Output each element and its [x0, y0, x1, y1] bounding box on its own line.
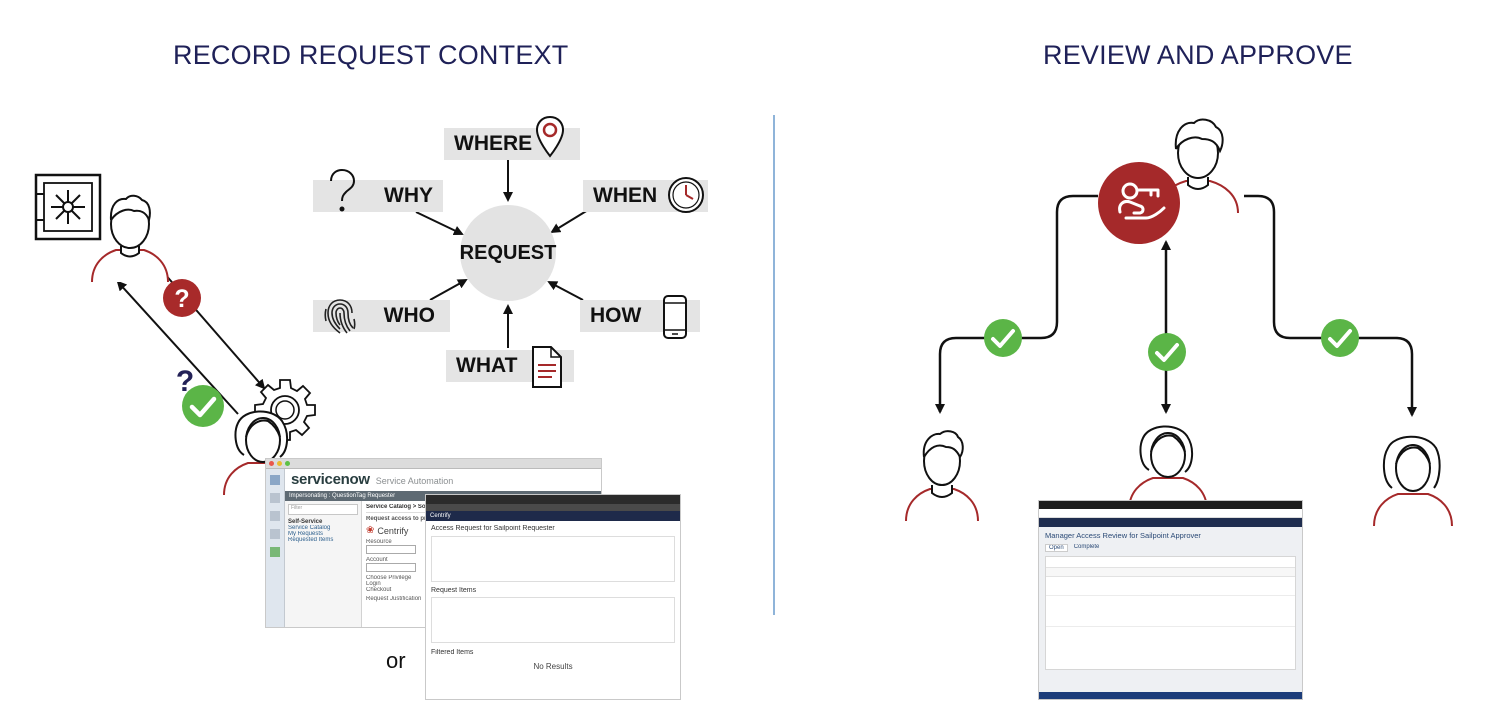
browser-addressbar: [426, 504, 680, 511]
justification-label: Request Justification: [366, 596, 422, 602]
centrify-portal-screenshot: Centrify Access Request for Sailpoint Re…: [425, 494, 681, 700]
table-row[interactable]: [1046, 596, 1295, 627]
why-label: WHY: [313, 180, 443, 212]
nav-item-service-catalog[interactable]: Service Catalog: [288, 525, 331, 531]
servicenow-logo: servicenow: [291, 471, 370, 488]
maximize-dot-icon[interactable]: [285, 461, 290, 466]
close-dot-icon[interactable]: [269, 461, 274, 466]
key-badge-icon: [1098, 162, 1180, 244]
servicenow-header: servicenow Service Automation: [285, 469, 601, 491]
document-icon: [532, 346, 562, 388]
question-icon: [330, 168, 356, 212]
request-node: REQUEST: [460, 205, 556, 301]
sailpoint-window-bar: [1039, 501, 1302, 509]
filtered-items-title: Filtered Items: [431, 649, 474, 656]
reviewer-left-avatar: [905, 430, 979, 522]
right-section-title: REVIEW AND APPROVE: [1043, 40, 1353, 70]
request-items-table: [431, 597, 675, 643]
what-text: WHAT: [456, 354, 518, 377]
window-titlebar: [266, 459, 601, 469]
approver-avatar: [1157, 118, 1239, 214]
request-items-title: Request Items: [431, 587, 477, 594]
requester-avatar: [91, 194, 169, 283]
navigator-filter-input[interactable]: Filter: [288, 504, 358, 515]
map-pin-icon: [535, 115, 565, 158]
app-status-icon[interactable]: [270, 547, 280, 557]
privilege-option-checkout[interactable]: Checkout: [366, 587, 392, 593]
left-section-title: RECORD REQUEST CONTEXT: [173, 40, 569, 70]
sailpoint-nav-bar: [1039, 518, 1302, 527]
nav-item-my-requests[interactable]: My Requests: [288, 531, 324, 537]
navy-question-icon: ?: [176, 365, 194, 396]
review-page-title: Manager Access Review for Sailpoint Appr…: [1045, 531, 1201, 540]
request-details-panel: [431, 536, 675, 582]
impersonation-text: Impersonating : QuestionTag Requester: [289, 493, 396, 499]
app-tools-icon[interactable]: [270, 511, 280, 521]
svg-text:?: ?: [174, 285, 189, 313]
nav-item-requested-items[interactable]: Requested Items: [288, 537, 334, 543]
privilege-label: Choose Privilege: [366, 575, 412, 581]
review-items-table: [1045, 556, 1296, 670]
fingerprint-icon: [324, 299, 356, 334]
reviewer-right-avatar: [1373, 435, 1453, 527]
minimize-dot-icon[interactable]: [277, 461, 282, 466]
account-select[interactable]: [366, 563, 416, 572]
taskbar: [1039, 692, 1302, 699]
how-text: HOW: [590, 304, 642, 327]
centrify-logo-icon: ❀: [366, 525, 375, 536]
form-title: Request access to privileged acc: [366, 516, 461, 522]
phone-icon: [663, 295, 687, 339]
review-table-header: [1046, 568, 1295, 577]
tab-complete[interactable]: Complete: [1073, 544, 1100, 550]
svg-text:?: ?: [176, 365, 194, 396]
navigator-pane: Filter Self-Service Service Catalog My R…: [285, 501, 362, 627]
tab-open[interactable]: Open: [1045, 544, 1068, 552]
review-search-row: [1046, 557, 1295, 568]
clock-icon: [668, 177, 704, 213]
sailpoint-brand-bar: [1039, 509, 1302, 518]
approval-check-center-icon: [1148, 333, 1186, 371]
portal-page-title: Access Request for Sailpoint Requester: [431, 525, 555, 532]
sailpoint-review-screenshot: Manager Access Review for Sailpoint Appr…: [1038, 500, 1303, 700]
app-home-icon[interactable]: [270, 475, 280, 485]
navigator-heading: Self-Service: [288, 519, 323, 525]
approval-check-right-icon: [1321, 319, 1359, 357]
privilege-option-login[interactable]: Login: [366, 581, 381, 587]
product-name: Service Automation: [375, 476, 454, 486]
app-display-icon[interactable]: [270, 529, 280, 539]
or-separator: or: [386, 648, 406, 673]
when-text: WHEN: [593, 184, 658, 207]
resource-select[interactable]: [366, 545, 416, 554]
approval-check-left-icon: [984, 319, 1022, 357]
vendor-logo: ❀ Centrify: [366, 525, 597, 536]
reviewer-center-avatar: [1128, 425, 1208, 511]
app-rail: [266, 469, 285, 627]
no-results-text: No Results: [533, 662, 573, 671]
checkmark-icon: [182, 385, 224, 427]
resource-label: Resource: [366, 539, 392, 545]
why-text: WHY: [384, 184, 433, 207]
section-divider: [773, 115, 775, 615]
vendor-name: Centrify: [377, 525, 409, 536]
app-filter-icon[interactable]: [270, 493, 280, 503]
table-row[interactable]: [1046, 577, 1295, 596]
safe-icon: [34, 173, 102, 241]
question-badge-icon: ?: [163, 279, 201, 317]
where-text: WHERE: [454, 132, 533, 155]
account-label: Account: [366, 557, 388, 563]
portal-header-text: Centrify: [430, 513, 451, 519]
who-text: WHO: [383, 304, 435, 327]
browser-tabbar: [426, 495, 680, 504]
portal-header: Centrify: [426, 511, 680, 521]
